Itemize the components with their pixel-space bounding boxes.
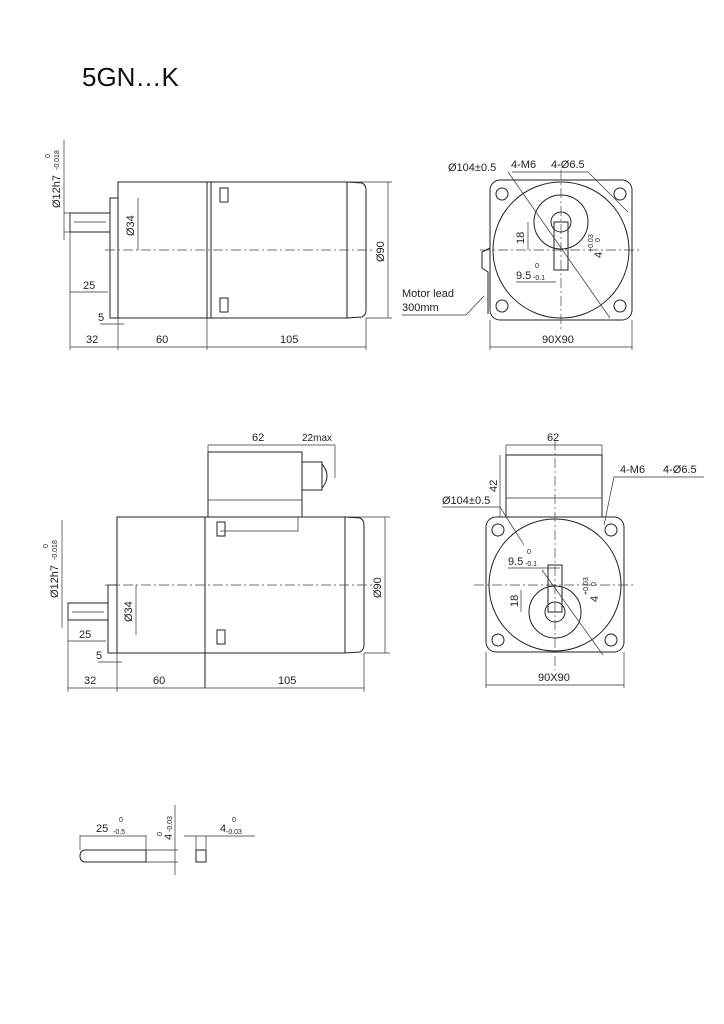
boss-dia-label: Ø34	[125, 215, 137, 236]
lead-label-1: Motor lead	[402, 288, 454, 300]
pcd-label: Ø104±0.5	[448, 162, 496, 174]
cable-gland	[301, 461, 323, 491]
key-width-tol-upper: +0.03	[588, 234, 595, 252]
terminal-box	[207, 451, 303, 518]
shaft-tol-lower: -0.018	[52, 540, 59, 560]
key-detail: 25 0 -0.5 4 0 -0.03 4 0 -0.03	[79, 805, 255, 875]
key-length-label: 25	[96, 823, 108, 835]
size-label: 90X90	[538, 672, 570, 684]
key-width-label: 4	[220, 823, 226, 835]
shaft-dia-label: Ø12h7	[49, 565, 61, 598]
shaft	[67, 602, 109, 621]
mount-hole-icon	[495, 299, 509, 313]
dim-105: 105	[280, 334, 298, 346]
key-height-tol-upper: 0	[157, 832, 164, 836]
key-width-label: 4	[589, 596, 601, 602]
key-width-label: 4	[593, 252, 605, 258]
key-width-tol-lower: -0.03	[226, 829, 242, 836]
step-label: 5	[96, 650, 102, 662]
key-width-tol-lower: 0	[595, 238, 602, 242]
key-depth-tol-upper: 0	[527, 549, 531, 556]
front-view-bottom: 62 42 Ø104±0.5 4-M6 4-Ø6.5 9.5 0 -0.1 18…	[442, 432, 704, 688]
dim-60: 60	[153, 675, 165, 687]
key-height-label: 4	[163, 834, 175, 840]
tap-label: 4-M6	[511, 159, 536, 171]
box-length-label: 62	[252, 432, 264, 444]
dim-32: 32	[84, 675, 96, 687]
dim-32: 32	[86, 334, 98, 346]
key-depth-label: 9.5	[516, 270, 531, 282]
gland-label: 22max	[302, 433, 332, 444]
key-width-tol-lower: 0	[591, 582, 598, 586]
shaft-tol-upper: 0	[45, 154, 52, 158]
key-depth-label: 9.5	[508, 556, 523, 568]
mount-hole-icon	[491, 523, 505, 537]
shaft-length-label: 25	[83, 280, 95, 292]
screw-icon	[216, 521, 226, 537]
mount-hole-icon	[495, 187, 509, 201]
pcd-label: Ø104±0.5	[442, 495, 490, 507]
size-label: 90X90	[542, 334, 574, 346]
shaft-tol-upper: 0	[43, 544, 50, 548]
page-title: 5GN…K	[82, 62, 179, 92]
terminal-box	[505, 454, 603, 518]
key-length-tol-upper: 0	[119, 817, 123, 824]
shaft	[69, 212, 111, 233]
side-view-top: Ø34 Ø90 25 5 32 60 105 Ø12h7 0 -0.018	[45, 140, 392, 350]
body-dia-label: Ø90	[372, 577, 384, 598]
key-side	[79, 849, 147, 863]
front-view-top: Ø104±0.5 4-M6 4-Ø6.5 18 4 +0.03 0 9.5 0 …	[402, 159, 642, 350]
boss	[109, 197, 119, 319]
side-view-bottom: 62 22max Ø34 Ø90 25 5 32 60 105 Ø12h7 0 …	[43, 432, 390, 692]
mount-hole-icon	[604, 523, 618, 537]
mount-hole-icon	[491, 633, 505, 647]
screw-icon	[216, 629, 226, 645]
key-length-tol-lower: -0.5	[113, 829, 125, 836]
screw-icon	[219, 297, 229, 313]
hole-label: 4-Ø6.5	[551, 159, 585, 171]
boss-dia-label: Ø34	[123, 601, 135, 622]
mount-hole-icon	[613, 187, 627, 201]
shaft-dia-label: Ø12h7	[51, 175, 63, 208]
key-end	[195, 849, 207, 863]
key-depth-tol-lower: -0.1	[533, 275, 545, 282]
box-height-label: 42	[488, 480, 500, 492]
dim-105: 105	[278, 675, 296, 687]
mount-hole-icon	[604, 633, 618, 647]
step-label: 5	[98, 312, 104, 324]
key-depth-tol-upper: 0	[535, 263, 539, 270]
key-width-tol-upper: +0.03	[583, 577, 590, 595]
key-height-label: 18	[509, 595, 521, 607]
box-width-label: 62	[547, 432, 559, 444]
tap-label: 4-M6	[620, 464, 645, 476]
key-width-tol-upper: 0	[232, 817, 236, 824]
dim-60: 60	[156, 334, 168, 346]
hole-label: 4-Ø6.5	[663, 464, 697, 476]
key-height-tol-lower: -0.03	[167, 816, 174, 832]
boss	[107, 584, 118, 654]
shaft-length-label: 25	[79, 629, 91, 641]
screw-icon	[219, 187, 229, 203]
key-depth-tol-lower: -0.1	[525, 561, 537, 568]
shaft-tol-lower: -0.018	[54, 150, 61, 170]
lead-label-2: 300mm	[402, 302, 439, 314]
key-height-label: 18	[515, 232, 527, 244]
mount-hole-icon	[613, 299, 627, 313]
body-dia-label: Ø90	[375, 241, 387, 262]
motor-lead	[481, 247, 491, 314]
